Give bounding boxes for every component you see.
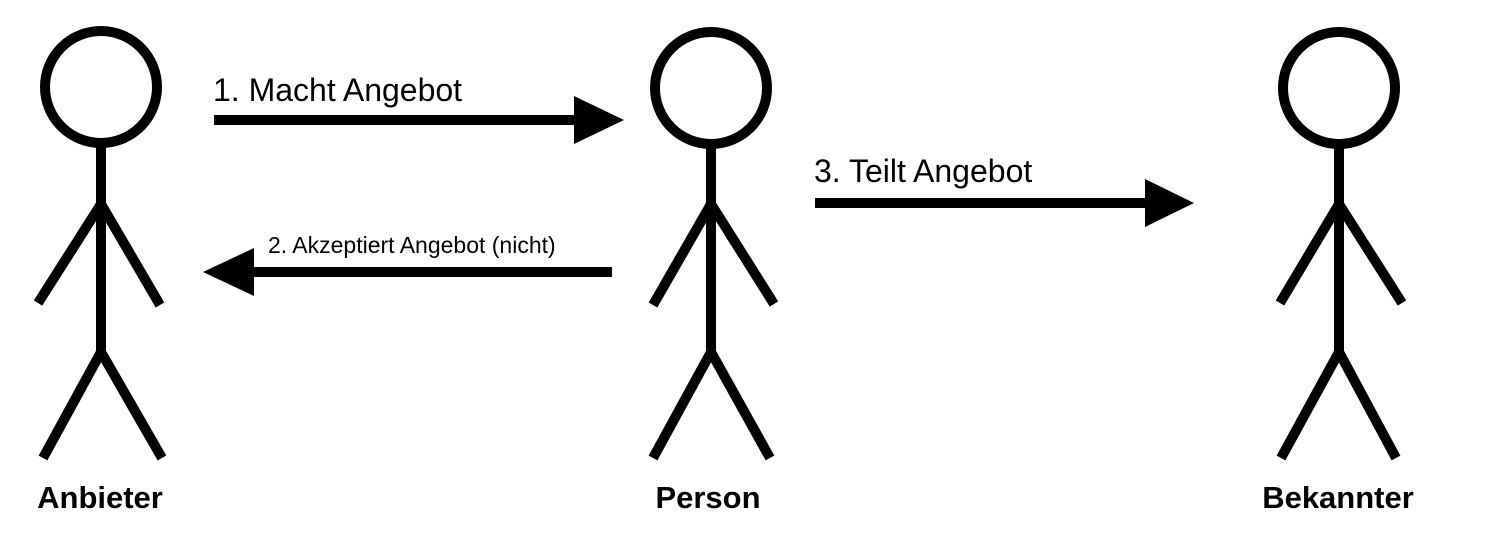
actor-label-bekannter: Bekannter bbox=[1262, 480, 1414, 515]
right-arm-person bbox=[706, 201, 779, 307]
message-3-label: 3. Teilt Angebot bbox=[814, 153, 1033, 189]
stick-figure-bekannter bbox=[1275, 27, 1407, 461]
actor-label-person: Person bbox=[655, 480, 761, 515]
right-leg-anbieter bbox=[96, 349, 167, 461]
right-arm-anbieter bbox=[96, 201, 165, 308]
arrow-3-head bbox=[1145, 179, 1194, 227]
head-anbieter bbox=[40, 26, 162, 148]
left-arm-person bbox=[648, 201, 716, 308]
right-leg-person bbox=[706, 349, 775, 461]
left-arm-bekannter bbox=[1275, 201, 1344, 306]
head-person bbox=[650, 27, 772, 149]
right-arm-bekannter bbox=[1334, 201, 1407, 306]
message-1-label: 1. Macht Angebot bbox=[213, 72, 463, 108]
left-leg-anbieter bbox=[38, 349, 106, 461]
right-leg-bekannter bbox=[1334, 349, 1401, 461]
left-leg-person bbox=[648, 349, 716, 461]
arrow-1-head bbox=[574, 96, 624, 144]
head-bekannter bbox=[1278, 27, 1400, 149]
stick-figure-anbieter bbox=[33, 26, 167, 461]
stick-figure-person bbox=[648, 27, 779, 461]
left-leg-bekannter bbox=[1276, 349, 1344, 461]
actor-label-anbieter: Anbieter bbox=[37, 480, 163, 515]
arrow-2-head bbox=[203, 248, 254, 296]
message-2-label: 2. Akzeptiert Angebot (nicht) bbox=[268, 232, 556, 258]
left-arm-anbieter bbox=[33, 201, 106, 306]
